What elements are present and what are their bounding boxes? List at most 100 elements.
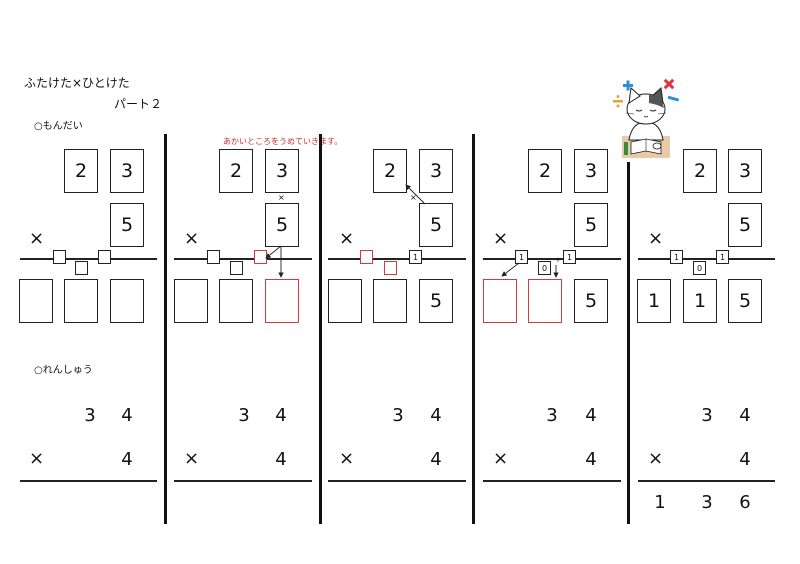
result-hundreds-card (19, 279, 53, 323)
carry-box-middle (230, 261, 243, 275)
practice-answer-line (174, 480, 312, 482)
practice-result-ones: 6 (739, 492, 751, 513)
practice-top-ones: 4 (585, 405, 597, 426)
practice-result-tens: 3 (701, 492, 713, 513)
answer-line (20, 258, 157, 260)
small-plus-mark: + (555, 256, 561, 264)
practice-top-ones: 4 (275, 405, 287, 426)
column-divider (472, 134, 475, 524)
carry-box-right: 1 (563, 250, 576, 264)
practice-result-hundreds: 1 (654, 492, 666, 513)
carry-box-left (207, 250, 220, 264)
top-ones-card: 3 (574, 149, 608, 193)
carry-box-right: 1 (716, 250, 729, 264)
carry-box-right (98, 250, 111, 264)
top-tens-card: 2 (683, 149, 717, 193)
carry-box-middle (75, 261, 88, 275)
carry-box-left (53, 250, 66, 264)
multiplier-card: 5 (419, 203, 453, 247)
result-hundreds-card: 1 (637, 279, 671, 323)
result-tens-card (64, 279, 98, 323)
multiplier-card: 5 (265, 203, 299, 247)
result-tens-card (373, 279, 407, 323)
plus-icon (623, 80, 633, 91)
minus-icon (667, 95, 680, 102)
top-ones-card: 3 (728, 149, 762, 193)
practice-top-ones: 4 (121, 405, 133, 426)
result-ones-card (265, 279, 299, 323)
answer-line (328, 258, 466, 260)
practice-multiplier: 4 (275, 449, 287, 470)
carry-box-middle (384, 261, 397, 275)
worksheet-subtitle: パート２ (114, 97, 163, 111)
times-sign: × (493, 448, 509, 469)
worksheet-title: ふたけた×ひとけた (24, 76, 130, 90)
result-ones-card (110, 279, 144, 323)
column-divider (627, 162, 630, 524)
times-icon (663, 78, 675, 90)
practice-top-ones: 4 (430, 405, 442, 426)
times-sign: × (29, 448, 45, 469)
top-ones-card: 3 (419, 149, 453, 193)
result-ones-card: 5 (728, 279, 762, 323)
carry-box-right: 1 (409, 250, 422, 264)
multiplier-card: 5 (574, 203, 608, 247)
problem-section-label: ○もんだい (34, 121, 83, 132)
practice-answer-line (483, 480, 621, 482)
red-instruction-note: あかいところをうめていきます。 (223, 137, 343, 146)
result-tens-card (528, 279, 562, 323)
small-times-mark: × (410, 193, 417, 202)
divide-icon (613, 95, 623, 108)
top-tens-card: 2 (219, 149, 253, 193)
answer-line (638, 258, 775, 260)
practice-top-tens: 3 (701, 405, 713, 426)
carry-box-left: 1 (515, 250, 528, 264)
top-tens-card: 2 (373, 149, 407, 193)
practice-answer-line (638, 480, 775, 482)
carry-box-middle: 0 (538, 261, 551, 275)
practice-top-ones: 4 (739, 405, 751, 426)
practice-section-label: ○れんしゅう (34, 365, 93, 376)
practice-top-tens: 3 (392, 405, 404, 426)
carry-box-left (360, 250, 373, 264)
times-sign: × (648, 228, 664, 249)
practice-answer-line (20, 480, 157, 482)
carry-box-middle: 0 (693, 261, 706, 275)
result-ones-card: 5 (419, 279, 453, 323)
times-sign: × (493, 228, 509, 249)
top-tens-card: 2 (528, 149, 562, 193)
top-ones-card: 3 (110, 149, 144, 193)
times-sign: × (339, 448, 355, 469)
top-ones-card: 3 (265, 149, 299, 193)
practice-multiplier: 4 (739, 449, 751, 470)
practice-multiplier: 4 (585, 449, 597, 470)
result-tens-card (219, 279, 253, 323)
times-sign: × (184, 228, 200, 249)
practice-multiplier: 4 (121, 449, 133, 470)
times-sign: × (648, 448, 664, 469)
carry-box-left: 1 (670, 250, 683, 264)
result-ones-card: 5 (574, 279, 608, 323)
answer-line (483, 258, 621, 260)
practice-top-tens: 3 (546, 405, 558, 426)
column-divider (164, 134, 167, 524)
times-sign: × (339, 228, 355, 249)
top-tens-card: 2 (64, 149, 98, 193)
small-times-mark: × (278, 193, 285, 202)
multiplier-card: 5 (110, 203, 144, 247)
result-hundreds-card (483, 279, 517, 323)
practice-top-tens: 3 (238, 405, 250, 426)
answer-line (174, 258, 312, 260)
practice-multiplier: 4 (430, 449, 442, 470)
result-hundreds-card (174, 279, 208, 323)
practice-top-tens: 3 (84, 405, 96, 426)
times-sign: × (29, 228, 45, 249)
result-tens-card: 1 (683, 279, 717, 323)
multiplier-card: 5 (728, 203, 762, 247)
times-sign: × (184, 448, 200, 469)
practice-answer-line (328, 480, 466, 482)
result-hundreds-card (328, 279, 362, 323)
column-divider (319, 134, 322, 524)
